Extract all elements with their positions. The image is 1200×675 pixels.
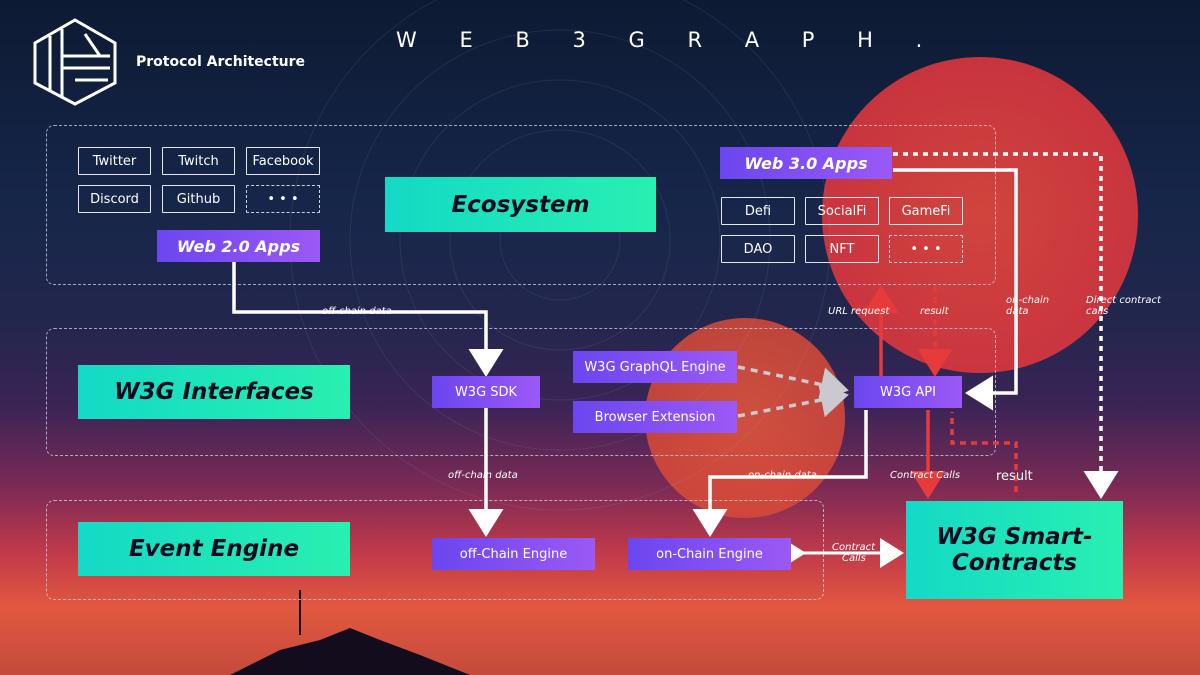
web3-item-dao: DAO — [721, 235, 795, 263]
logo-icon — [33, 18, 117, 106]
arrow-graphql-to-api — [737, 365, 849, 402]
web2-apps-box: Web 2.0 Apps — [157, 230, 320, 262]
big-red-circle — [822, 57, 1138, 373]
web2-item-github: Github — [162, 185, 235, 213]
label-contract-calls-mid: Contract Calls — [890, 470, 961, 481]
label-onchain-data-right2: data — [1006, 306, 1029, 317]
label-offchain-data-bottom: off-chain data — [448, 470, 518, 481]
smart-contracts-line2: Contracts — [951, 550, 1078, 576]
page-subtitle: Protocol Architecture — [136, 54, 306, 70]
smart-contracts-box: W3G Smart- Contracts — [906, 501, 1123, 599]
smart-contracts-line1: W3G Smart- — [936, 524, 1093, 550]
onchain-engine-box: on-Chain Engine — [628, 538, 791, 570]
web3-item-defi: Defi — [721, 197, 795, 225]
ecosystem-section — [46, 125, 996, 285]
arrow-web3-to-api — [893, 168, 1018, 411]
label-onchain-data-mid: on-chain data — [748, 470, 817, 481]
web3-apps-box: Web 3.0 Apps — [720, 147, 892, 179]
browser-extension-box: Browser Extension — [573, 401, 737, 433]
offchain-engine-box: off-Chain Engine — [432, 538, 595, 570]
web3-item-more: • • • — [889, 235, 963, 263]
label-url-request: URL request — [828, 306, 890, 317]
web2-item-facebook: Facebook — [246, 147, 320, 175]
web2-item-twitch: Twitch — [162, 147, 235, 175]
arrow-api-to-onchain — [692, 410, 868, 537]
event-engine-label: Event Engine — [78, 522, 350, 576]
page-title: W E B 3 G R A P H . — [396, 28, 941, 52]
arrow-extension-to-api — [737, 382, 849, 418]
arrow-web2-to-sdk — [232, 262, 504, 377]
label-offchain-data-top: off-chain data — [322, 306, 392, 317]
arrow-direct-contract-calls — [893, 152, 1119, 499]
mountain-silhouette — [230, 628, 470, 675]
web2-item-more: • • • — [246, 185, 320, 213]
web2-item-discord: Discord — [78, 185, 151, 213]
w3g-api-box: W3G API — [854, 376, 962, 408]
label-direct-calls2: calls — [1086, 306, 1109, 317]
label-result-top: result — [920, 306, 949, 317]
label-direct-calls: Direct contract — [1086, 295, 1161, 306]
interfaces-label: W3G Interfaces — [78, 365, 350, 419]
label-contract-calls-bottom2: Calls — [842, 553, 866, 564]
w3g-sdk-box: W3G SDK — [432, 376, 540, 408]
web3-item-nft: NFT — [805, 235, 879, 263]
web2-item-twitter: Twitter — [78, 147, 151, 175]
label-contract-calls-bottom: Contract — [832, 542, 876, 553]
label-result-mid: result — [996, 469, 1033, 484]
graphql-engine-box: W3G GraphQL Engine — [573, 351, 737, 383]
web3-item-socialfi: SocialFi — [805, 197, 879, 225]
label-onchain-data-right: on-chain — [1006, 295, 1050, 306]
web3-item-gamefi: GameFi — [889, 197, 963, 225]
arrow-result-mid — [950, 412, 1018, 492]
ecosystem-label: Ecosystem — [385, 177, 656, 232]
